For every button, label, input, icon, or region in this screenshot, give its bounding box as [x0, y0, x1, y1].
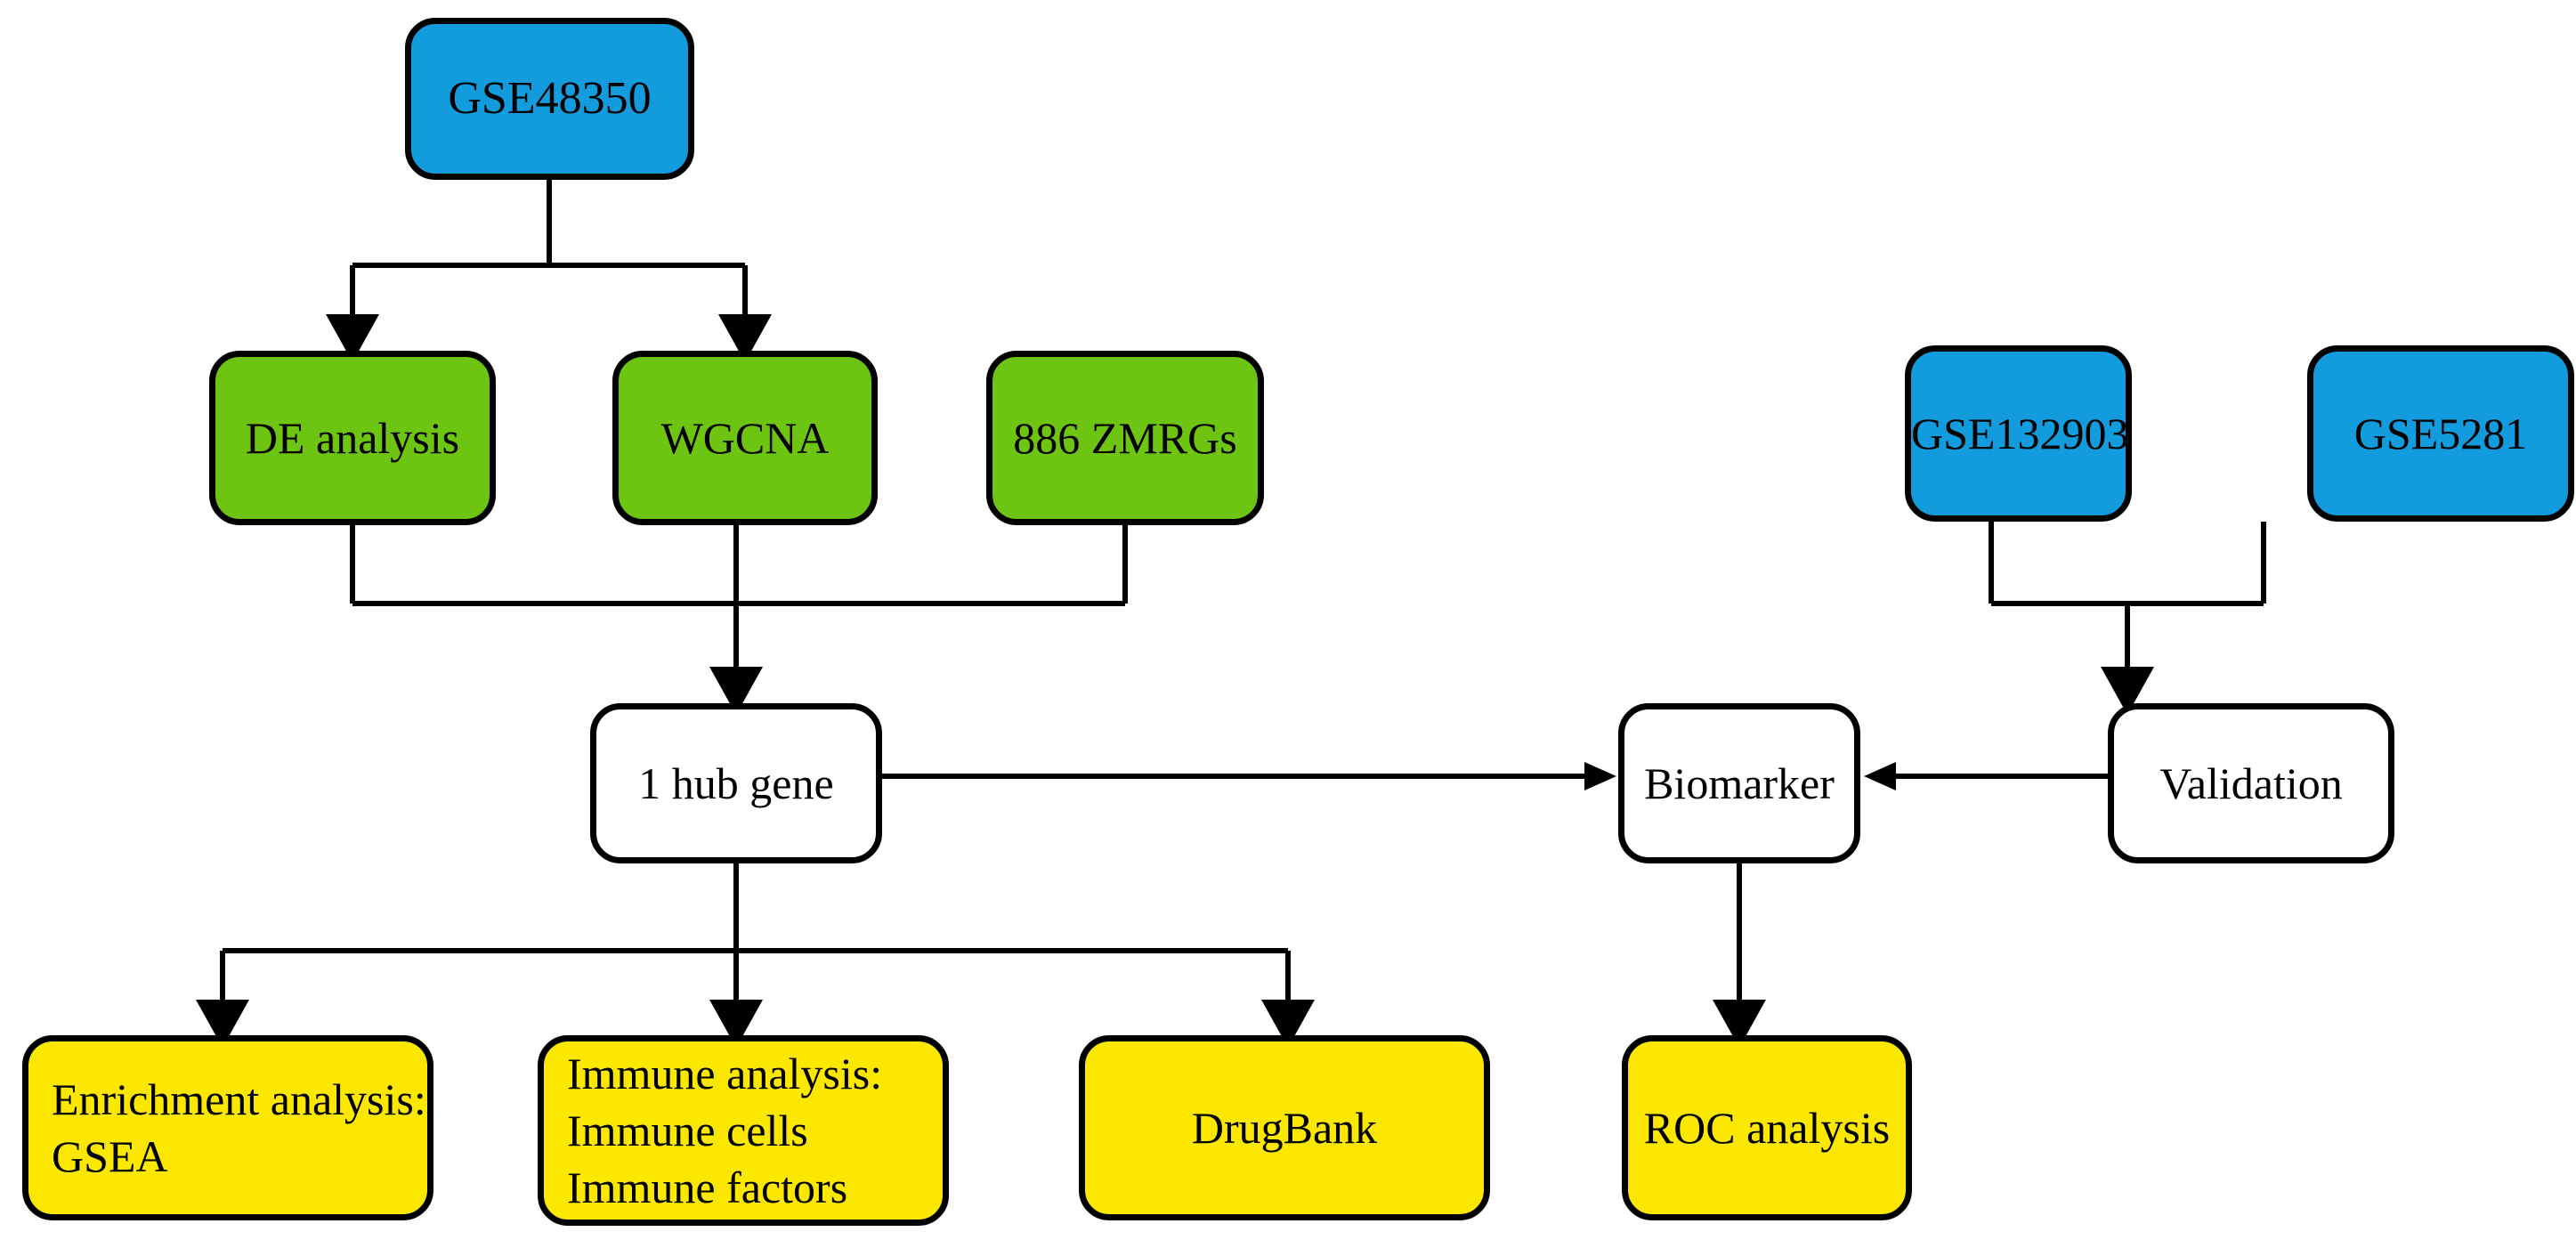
node-label-line: Enrichment analysis:	[52, 1074, 426, 1124]
node-label-line: GSE48350	[448, 72, 652, 124]
node-drugbank-label: DrugBank	[1085, 1099, 1484, 1156]
edge-validation-to-biomarker-head	[1864, 762, 1896, 790]
node-drugbank[interactable]: DrugBank	[1079, 1035, 1490, 1220]
node-de-analysis[interactable]: DE analysis	[209, 351, 496, 525]
node-886-zmrgs[interactable]: 886 ZMRGs	[986, 351, 1264, 525]
node-label-line: Immune cells	[567, 1106, 808, 1155]
node-label-line: Immune factors	[567, 1163, 848, 1212]
node-hub-gene-label: 1 hub gene	[596, 755, 876, 812]
node-hub-gene[interactable]: 1 hub gene	[590, 703, 882, 863]
node-label-line: 886 ZMRGs	[1013, 413, 1237, 463]
node-roc-analysis-label: ROC analysis	[1628, 1099, 1906, 1156]
node-label-line: WGCNA	[660, 413, 830, 463]
node-validation[interactable]: Validation	[2108, 703, 2394, 863]
node-label-line: GSE5281	[2353, 409, 2528, 458]
node-label-line: DE analysis	[245, 413, 460, 463]
node-gse132903[interactable]: GSE132903	[1905, 345, 2132, 522]
node-gse132903-label: GSE132903	[1911, 405, 2129, 462]
node-enrichment-analysis[interactable]: Enrichment analysis: GSEA	[22, 1035, 433, 1220]
node-roc-analysis[interactable]: ROC analysis	[1622, 1035, 1912, 1220]
edge-hub-gene-to-biomarker-head	[1584, 762, 1616, 790]
node-gse48350-label: GSE48350	[411, 69, 688, 129]
node-label-line: GSE132903	[1911, 409, 2129, 458]
node-label-line: Biomarker	[1644, 758, 1835, 808]
node-gse5281[interactable]: GSE5281	[2307, 345, 2574, 522]
node-gse48350[interactable]: GSE48350	[405, 18, 694, 180]
node-enrichment-analysis-label: Enrichment analysis: GSEA	[52, 1071, 427, 1185]
node-label-line: 1 hub gene	[638, 758, 834, 808]
node-label-line: Immune analysis:	[567, 1049, 883, 1098]
node-label-line: DrugBank	[1191, 1103, 1378, 1153]
node-biomarker[interactable]: Biomarker	[1618, 703, 1860, 863]
node-validation-label: Validation	[2114, 755, 2388, 812]
node-886-zmrgs-label: 886 ZMRGs	[992, 409, 1258, 466]
node-label-line: ROC analysis	[1643, 1103, 1891, 1153]
node-label-line: Validation	[2159, 758, 2343, 808]
node-wgcna-label: WGCNA	[619, 409, 871, 466]
node-gse5281-label: GSE5281	[2313, 405, 2568, 462]
node-label-line: GSEA	[52, 1131, 168, 1181]
node-biomarker-label: Biomarker	[1624, 755, 1854, 812]
node-de-analysis-label: DE analysis	[215, 409, 490, 466]
node-wgcna[interactable]: WGCNA	[612, 351, 878, 525]
